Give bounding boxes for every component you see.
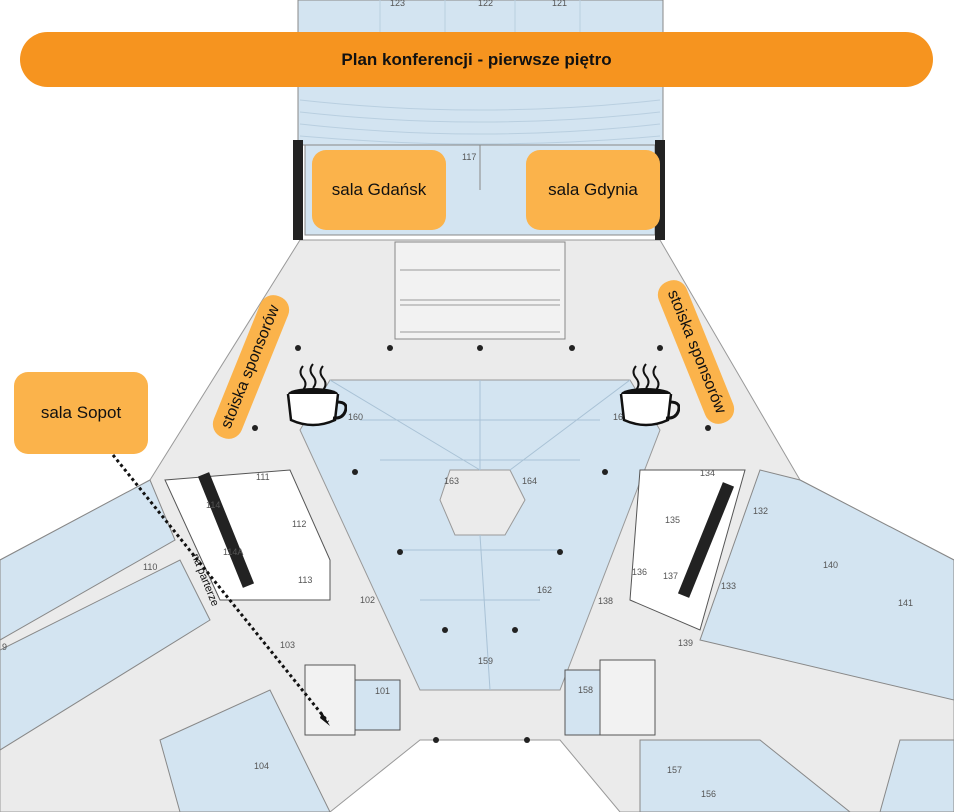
room-number-102: 102 [360, 595, 375, 605]
room-number-113: 113 [298, 575, 312, 585]
room-number-141: 141 [898, 598, 913, 608]
room-number-140: 140 [823, 560, 838, 570]
room-number-160: 160 [348, 412, 363, 422]
stairs-right [599, 659, 656, 736]
left-wing-rooms [0, 479, 176, 641]
stairs-left [304, 664, 356, 736]
room-number-161: 161 [613, 412, 628, 422]
room-number-134: 134 [700, 468, 715, 478]
room-number-132: 132 [753, 506, 768, 516]
room-number-117: 117 [462, 152, 476, 162]
room-number-139: 139 [678, 638, 693, 648]
room-number-133: 133 [721, 581, 736, 591]
room-number-162: 162 [537, 585, 552, 595]
room-101 [354, 679, 401, 731]
room-numbers: 123 122 121 117 160 161 163 164 162 159 111 114 112 1… [2, 0, 913, 799]
room-number-114: 114 [206, 500, 220, 510]
room-number-111: 111 [256, 472, 270, 482]
staircase-top [394, 241, 566, 340]
page-title: Plan konferencji - pierwsze piętro [20, 32, 933, 87]
room-number-156: 156 [701, 789, 716, 799]
room-number-123: 123 [390, 0, 405, 8]
room-number-103: 103 [280, 640, 295, 650]
right-wing-rooms [699, 469, 954, 701]
room-number-138: 138 [598, 596, 613, 606]
room-number-112: 112 [292, 519, 306, 529]
room-number-114A: 114A [223, 547, 243, 557]
room-number-135: 135 [665, 515, 680, 525]
room-number-163: 163 [444, 476, 459, 486]
room-number-104: 104 [254, 761, 269, 771]
room-number-137: 137 [663, 571, 678, 581]
room-number-157: 157 [667, 765, 682, 775]
room-number-164: 164 [522, 476, 537, 486]
coffee-cup-icon [286, 363, 347, 427]
room-number-121: 121 [552, 0, 567, 8]
room-number-122: 122 [478, 0, 493, 8]
room-label-gdynia[interactable]: sala Gdynia [526, 150, 660, 230]
room-label-gdansk[interactable]: sala Gdańsk [312, 150, 446, 230]
coffee-cup-icon [619, 363, 680, 427]
room-number-110: 110 [143, 562, 157, 572]
room-label-sopot[interactable]: sala Sopot [14, 372, 148, 454]
room-number-9: 9 [2, 642, 7, 652]
room-number-101: 101 [375, 686, 390, 696]
room-number-159: 159 [478, 656, 493, 666]
room-number-136: 136 [632, 567, 647, 577]
room-number-158: 158 [578, 685, 593, 695]
